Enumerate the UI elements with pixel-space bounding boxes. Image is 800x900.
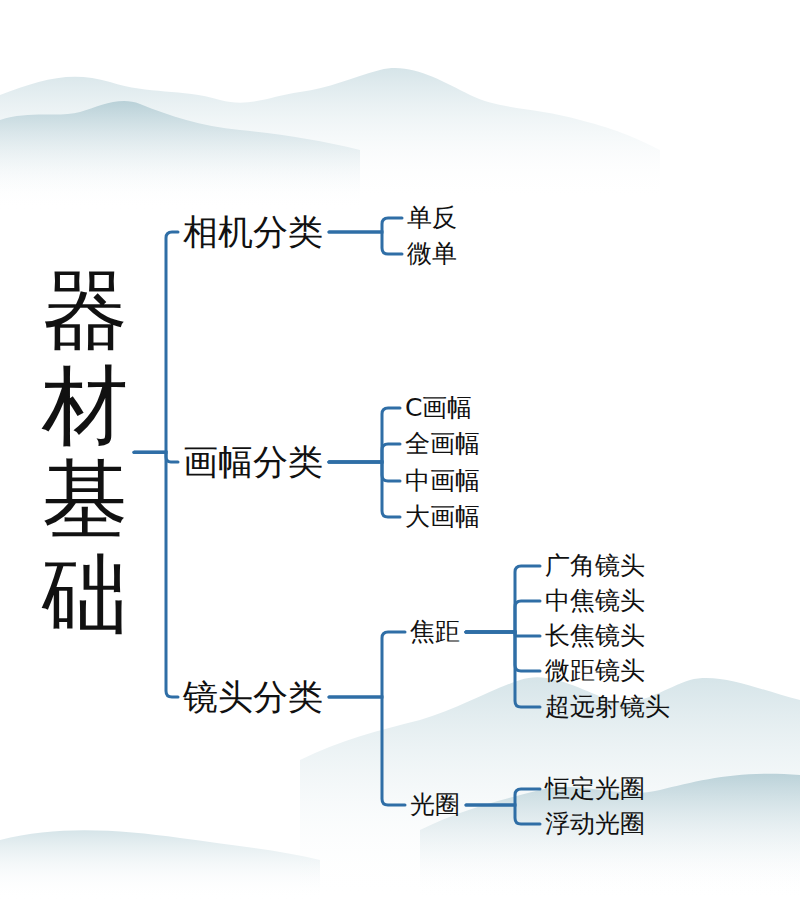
bracket-connector xyxy=(466,632,540,671)
bracket-connector xyxy=(329,697,405,805)
branch-label: 画幅分类 xyxy=(183,441,323,483)
node-text: 单反 xyxy=(407,203,457,233)
bracket-connector xyxy=(329,444,400,462)
branch-label: 焦距 xyxy=(410,617,460,647)
bracket-connector xyxy=(329,218,402,232)
branch-label: 长焦镜头 xyxy=(545,621,645,651)
branch-label: 中画幅 xyxy=(405,466,480,496)
node-text: 微距镜头 xyxy=(545,656,645,686)
branch-label: 微单 xyxy=(407,239,457,269)
node-text: C画幅 xyxy=(405,393,472,423)
node-text: 恒定光圈 xyxy=(545,774,645,804)
bracket-connector xyxy=(466,789,540,805)
branch-label: 浮动光圈 xyxy=(545,809,645,839)
node-text: 全画幅 xyxy=(405,429,480,459)
node-text: 相机分类 xyxy=(183,211,323,253)
mountain xyxy=(0,830,320,900)
bracket-connector xyxy=(466,632,540,707)
branch-label: 镜头分类 xyxy=(183,676,323,718)
branch-label: 单反 xyxy=(407,203,457,233)
bracket-connector xyxy=(329,408,400,462)
mountain xyxy=(0,101,360,210)
node-text: 大画幅 xyxy=(405,502,480,532)
bracket-connector xyxy=(134,452,178,697)
branch-label: 全画幅 xyxy=(405,429,480,459)
branch-label: 光圈 xyxy=(410,790,460,820)
bracket-connector xyxy=(329,462,400,517)
branch-label: 广角镜头 xyxy=(545,551,645,581)
node-text: 器材基础 xyxy=(42,263,128,641)
bracket-connector xyxy=(466,566,540,632)
node-text: 中焦镜头 xyxy=(545,586,645,616)
root-title: 器材基础 xyxy=(42,263,128,641)
node-text: 浮动光圈 xyxy=(545,809,645,839)
node-text: 微单 xyxy=(407,239,457,269)
node-text: 中画幅 xyxy=(405,466,480,496)
node-text: 光圈 xyxy=(410,790,460,820)
bracket-connector xyxy=(329,462,400,481)
branch-label: 微距镜头 xyxy=(545,656,645,686)
node-text: 广角镜头 xyxy=(545,551,645,581)
node-text: 镜头分类 xyxy=(183,676,323,718)
bracket-connector xyxy=(466,601,540,632)
mountain xyxy=(420,774,800,900)
branch-label: C画幅 xyxy=(405,393,472,423)
bracket-connector xyxy=(134,232,178,452)
branch-label: 中焦镜头 xyxy=(545,586,645,616)
node-text: 长焦镜头 xyxy=(545,621,645,651)
node-text: 画幅分类 xyxy=(183,441,323,483)
branch-label: 恒定光圈 xyxy=(545,774,645,804)
bracket-connector xyxy=(329,232,402,254)
node-text: 焦距 xyxy=(410,617,460,647)
mountain xyxy=(300,677,800,900)
node-text: 超远射镜头 xyxy=(545,692,670,722)
bracket-connector xyxy=(466,805,540,824)
branch-label: 大画幅 xyxy=(405,502,480,532)
branch-label: 超远射镜头 xyxy=(545,692,670,722)
bracket-connector xyxy=(329,632,405,697)
branch-label: 相机分类 xyxy=(183,211,323,253)
